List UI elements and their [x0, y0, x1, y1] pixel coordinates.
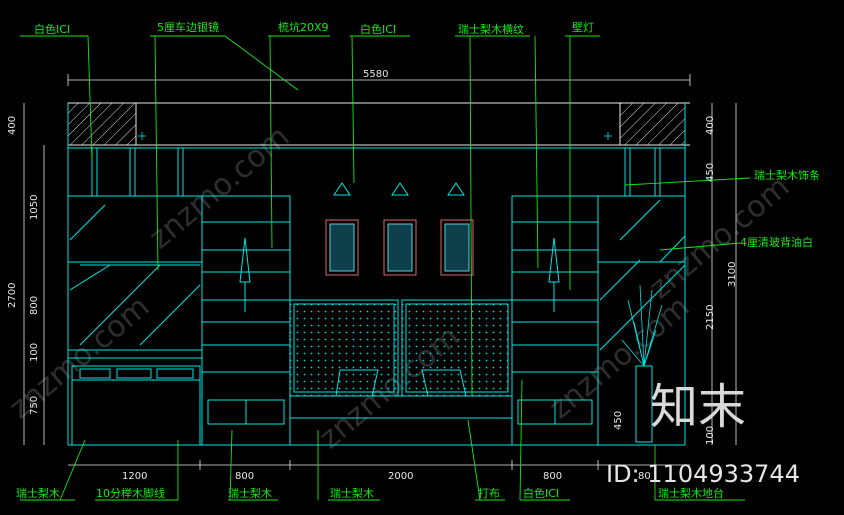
- wall-lamp-left: [239, 237, 251, 283]
- watermark-logo: 知末: [650, 379, 747, 435]
- ceiling: [67, 102, 690, 146]
- room-outline: [67, 103, 686, 446]
- dim-bottom-800-right: 800: [543, 471, 563, 482]
- artwork-1: [325, 219, 359, 276]
- dim-left-100: 100: [29, 342, 40, 362]
- dim-bottom-800-left: 800: [235, 471, 255, 482]
- cross-markers: [138, 132, 612, 140]
- label-glass-back-paint: 4厘清玻背油白: [740, 236, 813, 249]
- dim-bottom-1200: 1200: [122, 471, 148, 482]
- label-beech-skirting: 10分榉木脚线: [96, 487, 165, 500]
- dim-left-1050: 1050: [29, 194, 40, 220]
- pillow-left: [335, 369, 379, 397]
- ceiling-hatch-right: [619, 102, 686, 146]
- dim-left-400: 400: [7, 115, 18, 135]
- label-white-ici-1: 白色ICI: [34, 23, 71, 36]
- wall-lamp-right: [548, 237, 560, 283]
- dim-bottom-2000: 2000: [388, 471, 414, 482]
- watermark-id: ID: 1104933744: [606, 460, 800, 488]
- headboard-right: [401, 299, 513, 397]
- label-bottom-white-ici: 白色ICI: [523, 487, 560, 500]
- leader-lines: [20, 35, 751, 501]
- label-pear-wood-platform: 瑞士梨木地台: [658, 487, 724, 500]
- headboard-left: [289, 299, 399, 397]
- label-pear-wood-grain: 瑞士梨木横纹: [458, 23, 524, 36]
- dim-left-2700: 2700: [7, 282, 18, 308]
- bed: [289, 395, 513, 419]
- artwork-3: [440, 219, 474, 276]
- label-white-ici-2: 白色ICI: [360, 23, 397, 36]
- dimension-lines: [23, 74, 737, 470]
- dim-left-750: 750: [29, 395, 40, 415]
- label-silver-mirror: 5厘车边银镜: [157, 21, 219, 34]
- label-fabric: 打布: [478, 487, 500, 500]
- dim-right-3100: 3100: [727, 261, 738, 287]
- artwork-2: [383, 219, 417, 276]
- dim-right-400: 400: [705, 115, 716, 135]
- dim-right-450b: 450: [613, 410, 624, 430]
- dim-left-800: 800: [29, 295, 40, 315]
- ceiling-hatch-left: [67, 102, 137, 146]
- label-bottom-pear-wood-3: 瑞士梨木: [330, 487, 374, 500]
- label-groove: 梳坑20X9: [278, 21, 329, 34]
- dim-total-width: 5580: [363, 69, 389, 80]
- label-bottom-pear-wood-1: 瑞士梨木: [16, 487, 60, 500]
- pillow-right: [421, 369, 467, 397]
- dim-right-450: 450: [705, 162, 716, 182]
- label-pear-wood-trim: 瑞士梨木饰条: [754, 169, 820, 182]
- dim-right-2150: 2150: [705, 304, 716, 330]
- watermark-text: znzmo.com: [143, 119, 297, 256]
- dim-bottom-80: 80: [638, 471, 651, 482]
- label-bottom-pear-wood-2: 瑞士梨木: [228, 487, 272, 500]
- label-wall-lamp: 壁灯: [572, 21, 594, 34]
